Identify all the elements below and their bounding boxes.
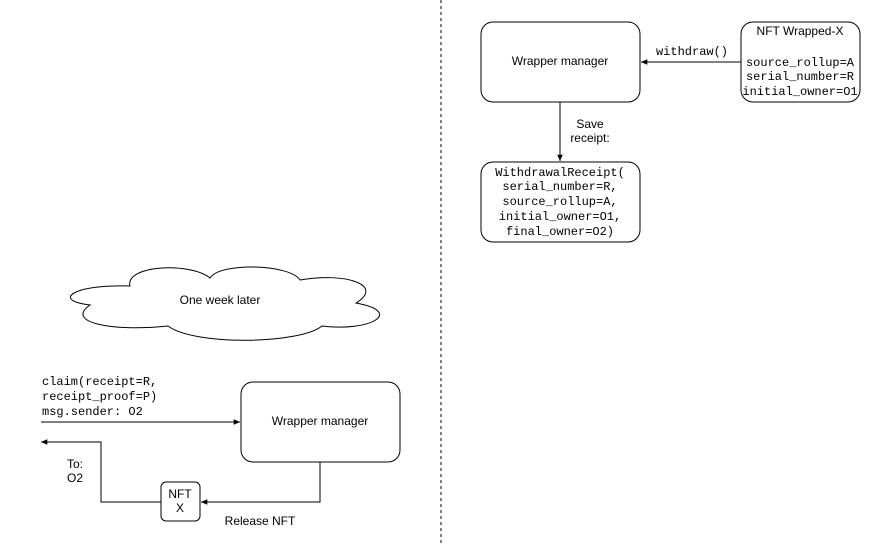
nft-x-node: NFT X (160, 481, 201, 522)
nft-wrapped-title: NFT Wrapped-X (757, 24, 844, 38)
save-receipt-label: Save (576, 117, 604, 131)
to-label: O2 (67, 471, 83, 485)
withdrawal-receipt-node: WithdrawalReceipt( serial_number=R, sour… (480, 161, 641, 243)
receipt-line: initial_owner=O1, (499, 210, 621, 224)
nft-wrapped-node: NFT Wrapped-X source_rollup=A serial_num… (740, 21, 861, 103)
transfer-arrow (41, 439, 161, 503)
nft-x-label: X (176, 501, 184, 515)
bottom-wrapper-manager-node: Wrapper manager (240, 381, 401, 463)
save-receipt-label: receipt: (570, 131, 609, 145)
claim-line: claim(receipt=R, (42, 375, 157, 389)
release-arrow (201, 462, 321, 505)
release-label: Release NFT (225, 514, 296, 528)
nft-wrapped-line: source_rollup=A (746, 56, 855, 70)
receipt-line: source_rollup=A, (502, 195, 617, 209)
nft-x-label: NFT (168, 487, 192, 501)
claim-line: receipt_proof=P) (42, 390, 157, 404)
nft-wrapped-line: serial_number=R (746, 70, 854, 84)
top-wrapper-manager-label: Wrapper manager (512, 54, 609, 68)
receipt-line: WithdrawalReceipt( (495, 166, 625, 180)
bottom-wrapper-manager-label: Wrapper manager (272, 414, 369, 428)
receipt-line: final_owner=O2) (506, 225, 614, 239)
top-wrapper-manager-node: Wrapper manager (480, 21, 641, 103)
nft-wrapped-line: initial_owner=O1 (742, 85, 857, 99)
to-label: To: (67, 457, 83, 471)
claim-line: msg.sender: O2 (42, 405, 143, 419)
cloud-label: One week later (180, 293, 261, 307)
receipt-line: serial_number=R, (502, 180, 617, 194)
cloud-node: One week later (69, 266, 381, 341)
withdraw-label: withdraw() (656, 45, 728, 59)
